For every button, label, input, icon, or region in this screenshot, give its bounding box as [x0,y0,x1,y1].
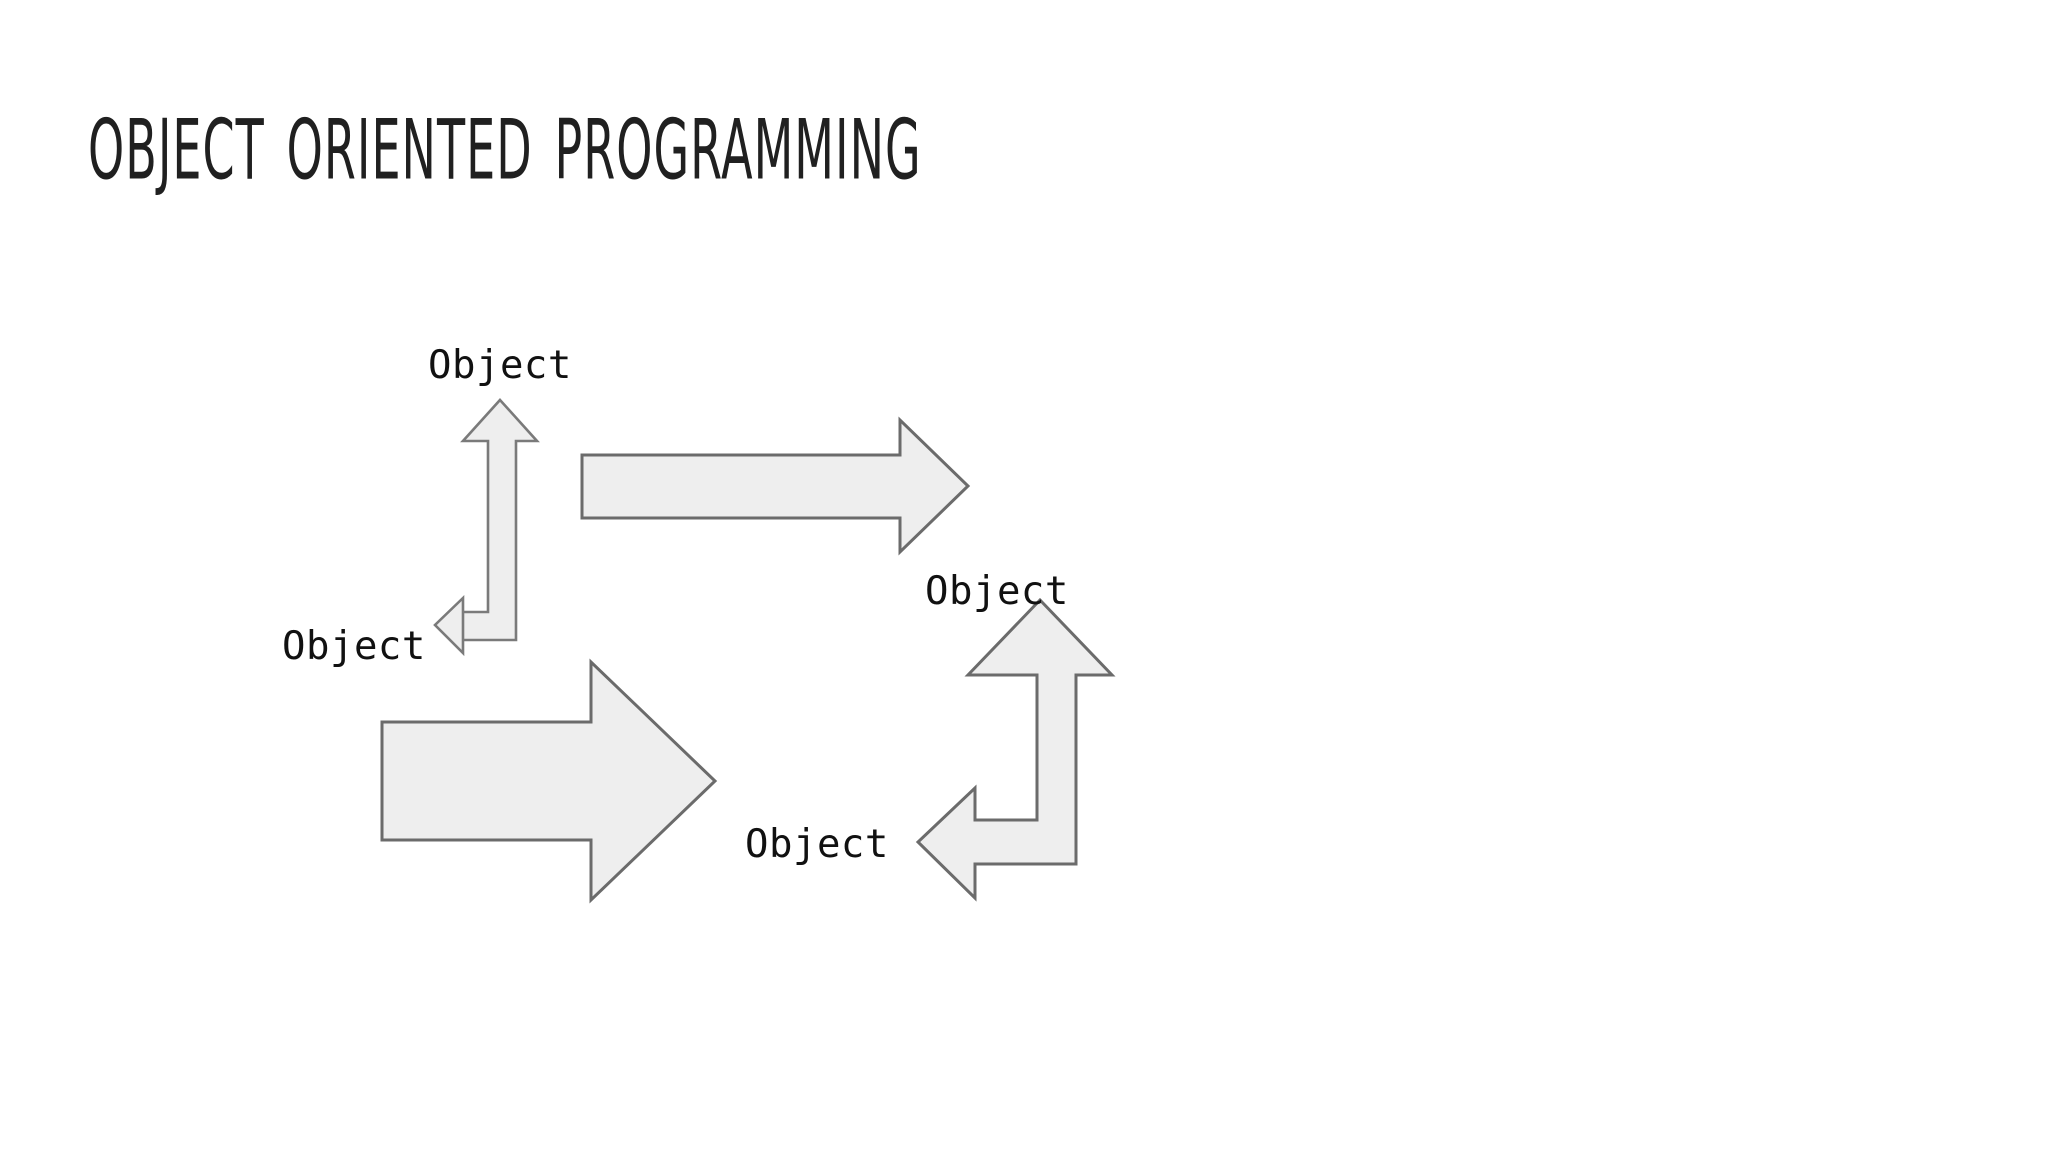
page-title: Object oriented programming [88,67,922,207]
block-arrow-top [580,416,971,556]
bent-arrow-right [915,597,1116,902]
object-label-right-top: Object [925,569,1069,614]
object-label-top-left: Object [428,343,572,388]
object-label-bottom-mid: Object [745,822,889,867]
bent-arrow-left [433,398,540,657]
object-label-mid-left: Object [282,624,426,669]
block-arrow-big [380,658,718,904]
